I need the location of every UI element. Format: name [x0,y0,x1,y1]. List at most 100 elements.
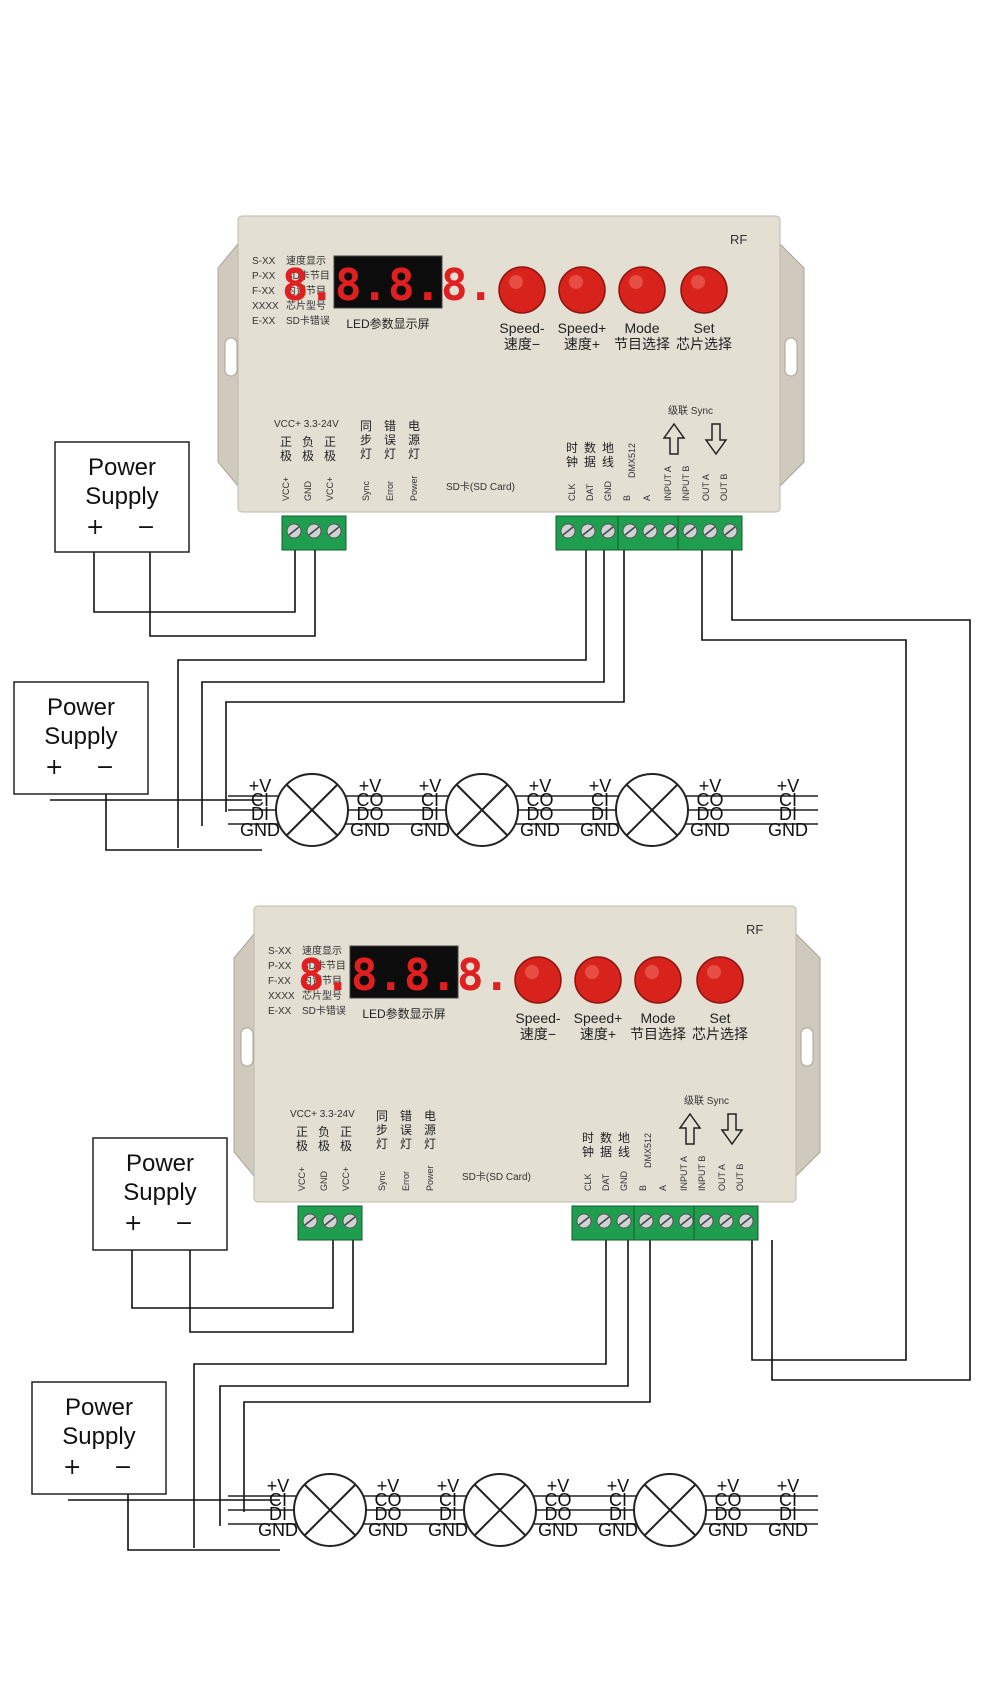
sync-pin-name: OUT B [719,474,729,501]
mounting-slot [240,1027,254,1067]
display-digits: 8.8.8.8. [298,950,510,1001]
display-digits: 8.8.8.8. [282,260,494,311]
pixel-pin-label: DO [527,804,554,824]
power-supply-title: Supply [85,483,158,510]
sync-label: 级联 Sync [668,405,713,417]
signal-pin-cn: 时 [582,1131,594,1145]
pixel-pin-label: CI [269,1490,287,1510]
mounting-slot [784,337,798,377]
pixel-pin-label: CI [779,790,797,810]
led-display [333,255,443,309]
dmx-label: DMX512 [643,1133,653,1168]
control-button [696,956,744,1004]
signal-pin-cn: 时 [566,441,578,455]
pixel-pin-label: +V [249,776,272,796]
button-label-cn: 节目选择 [630,1026,686,1042]
indicator-cn: 灯 [408,447,420,461]
wire [131,1240,334,1309]
pixel-pin-label: GND [708,1520,748,1540]
sync-pin-name: INPUT A [679,1156,689,1191]
pixel-pin-label: GND [580,820,620,840]
button-highlight [509,275,523,289]
button-highlight [525,965,539,979]
power-pin-name: GND [303,481,313,502]
pixel-pin-label: DI [439,1504,457,1524]
power-supplies: PowerSupply+−PowerSupply+−PowerSupply+−P… [13,441,228,1495]
pixel-pin-label: GND [350,820,390,840]
indicator-cn: 误 [400,1123,412,1137]
pixel-pin-label: DO [357,804,384,824]
signal-pin-cn: 钟 [582,1144,594,1159]
pixel-pin-label: GND [410,820,450,840]
button-highlight [569,275,583,289]
button-highlight [645,965,659,979]
indicator-cn: 灯 [400,1137,412,1151]
dmx-pin-name: A [642,495,652,501]
code-description: 芯片型号 [286,299,326,312]
power-supply-title: Supply [123,1179,196,1206]
display-caption: LED参数显示屏 [362,1006,445,1021]
indicator-cn: 错 [400,1109,412,1123]
indicator-cn: 同 [360,419,372,433]
signal-pin-name: GND [603,481,613,502]
power-pin-cn: 正 [324,435,336,449]
button-label-cn: 芯片选择 [692,1026,748,1042]
pixel-pin-label: DI [779,804,797,824]
wire [93,550,296,613]
power-pin-cn: 极 [296,1139,308,1153]
pixel-pin-label: GND [368,1520,408,1540]
pixel-pin-label: +V [589,776,612,796]
pixel-pin-label: CI [251,790,269,810]
sync-pin-name: OUT B [735,1164,745,1191]
power-supply-title: Supply [62,1423,135,1450]
pixel-pin-label: +V [359,776,382,796]
pixel-pin-label: GND [768,1520,808,1540]
screw-slot [624,526,636,536]
mounting-slot [224,337,238,377]
signal-pin-cn: 地 [602,441,614,455]
pixel-pin-label: CI [779,1490,797,1510]
screw-slot [582,526,594,536]
pixel-pin-label: +V [777,1476,800,1496]
button-label-cn: 速度− [520,1026,556,1042]
indicator-cn: 灯 [360,447,372,461]
power-pin-cn: 正 [296,1125,308,1139]
button-label-en: Mode [640,1010,675,1026]
sync-pin-name: INPUT B [681,466,691,501]
signal-pin-name: GND [619,1171,629,1192]
signal-pin-name: CLK [567,483,577,501]
power-pin-cn: 正 [280,435,292,449]
indicator-cn: 同 [376,1109,388,1123]
control-button [558,266,606,314]
screw-slot [598,1216,610,1226]
sd-card-label: SD卡(SD Card) [446,480,515,493]
dmx-label: DMX512 [627,443,637,478]
pixel-pin-label: CI [609,1490,627,1510]
signal-pin-cn: 数 [600,1130,612,1145]
dmx-pin-name: B [638,1185,648,1191]
pixel-cross [626,784,678,836]
sync-pin-name: OUT A [701,474,711,501]
button-label-en: Speed- [499,320,544,336]
signal-pin-cn: 据 [584,455,596,469]
code-label: P-XX [252,271,276,282]
indicator-cn: 电 [424,1109,436,1123]
screw-slot [704,526,716,536]
sync-input-arrow [678,1112,702,1145]
power-supply-box [31,1381,167,1495]
power-pin-cn: 极 [280,449,292,463]
indicator-cn: 灯 [384,447,396,461]
pixel-pin-label: +V [529,776,552,796]
code-description: SD卡节目 [302,959,346,972]
button-label-en: Speed- [515,1010,560,1026]
button-label-en: Set [693,320,714,336]
control-button [618,266,666,314]
screw-slot [562,526,574,536]
indicator-cn: 步 [376,1123,388,1137]
pixel-cross [456,784,508,836]
pixel-pin-label: DI [251,804,269,824]
code-label: S-XX [252,256,276,267]
